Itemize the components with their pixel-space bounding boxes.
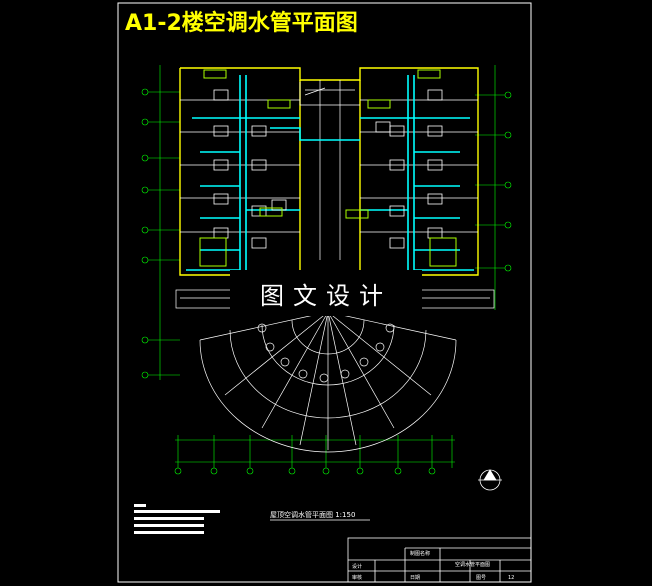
axis-grid (148, 65, 505, 468)
watermark-text: 图文设计 (260, 281, 392, 310)
title-block (347, 537, 532, 583)
title-block-sheet-label: 图号 (476, 575, 486, 581)
auditorium-plan (199, 311, 457, 453)
title-block-header: 制图名称 (410, 550, 430, 557)
north-arrow-icon (478, 469, 502, 491)
valve-blocks (199, 69, 457, 267)
title-block-row-date: 日期 (410, 575, 420, 581)
plan-caption: 屋顶空调水管平面图 1:150 (270, 510, 355, 519)
watermark: 图文设计 (230, 270, 422, 316)
building-walls (179, 67, 479, 291)
title-block-row-design: 设计 (352, 563, 362, 570)
chilled-water-pipes (186, 75, 474, 271)
notes-block (134, 504, 220, 534)
title-block-row-review: 审核 (352, 574, 362, 581)
drawing-title: A1-2楼空调水管平面图 (125, 10, 358, 36)
title-block-text: 制图名称 空调水管平面图 设计 审核 日期 图号 12 (352, 550, 514, 581)
drawing-frame (117, 2, 532, 583)
axis-bubbles (141, 88, 512, 475)
title-block-drawing-name: 空调水管平面图 (455, 561, 490, 568)
fan-coil-units (213, 89, 443, 249)
title-block-sheet-number: 12 (508, 575, 514, 581)
